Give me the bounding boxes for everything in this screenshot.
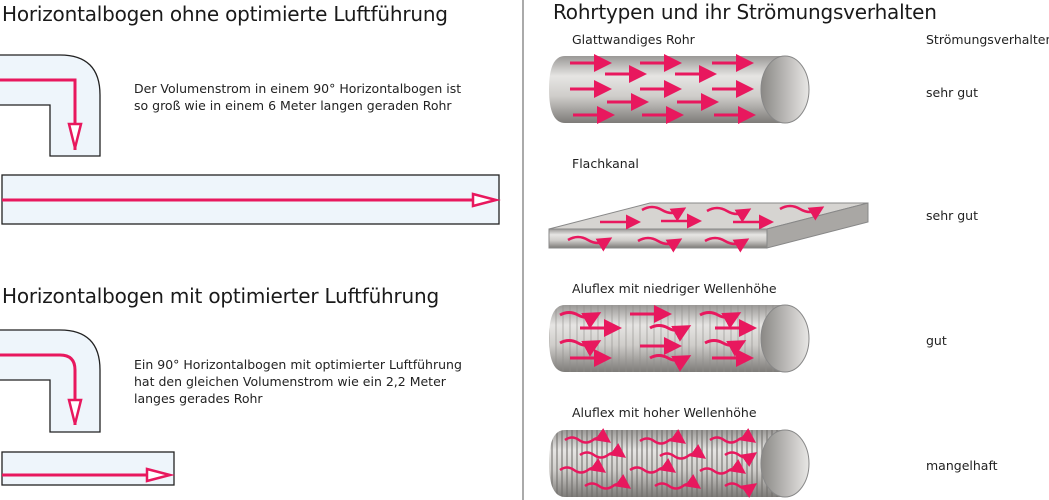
flow-rating: mangelhaft <box>926 458 998 473</box>
column-header: Strömungsverhalten: <box>926 32 1049 47</box>
section1-description: Der Volumenstrom in einem 90° Horizontal… <box>134 80 461 114</box>
flat-channel-illustration <box>548 202 869 253</box>
pipe-type-label: Flachkanal <box>572 156 639 171</box>
section2-title: Horizontalbogen mit optimierter Luftführ… <box>2 284 440 308</box>
section1-text-line1: Der Volumenstrom in einem 90° Horizontal… <box>134 81 462 96</box>
section2-text-line1: Ein 90° Horizontalbogen mit optimierter … <box>134 357 462 372</box>
smooth-pipe-illustration <box>549 54 810 124</box>
straight-pipe-6m <box>1 174 501 225</box>
elbow-unoptimized <box>0 54 101 157</box>
section2-text-line3: langes gerades Rohr <box>134 391 263 406</box>
section2-text-line2: hat den gleichen Volumenstrom wie ein 2,… <box>134 374 446 389</box>
aluflex-low-corrugation-illustration <box>549 304 810 373</box>
right-title: Rohrtypen und ihr Strömungsverhalten <box>553 0 937 24</box>
section2-description: Ein 90° Horizontalbogen mit optimierter … <box>134 356 462 407</box>
aluflex-high-corrugation-illustration <box>549 428 810 498</box>
elbow-optimized <box>0 329 101 433</box>
section1-text-line2: so groß wie in einem 6 Meter langen gera… <box>134 98 452 113</box>
straight-pipe-2-2m <box>1 451 175 486</box>
pipe-type-label: Aluflex mit hoher Wellenhöhe <box>572 405 757 420</box>
flow-rating: gut <box>926 333 947 348</box>
flow-rating: sehr gut <box>926 85 978 100</box>
flow-rating: sehr gut <box>926 208 978 223</box>
pipe-type-label: Aluflex mit niedriger Wellenhöhe <box>572 281 777 296</box>
pipe-type-label: Glattwandiges Rohr <box>572 32 695 47</box>
section1-title: Horizontalbogen ohne optimierte Luftführ… <box>2 2 448 26</box>
